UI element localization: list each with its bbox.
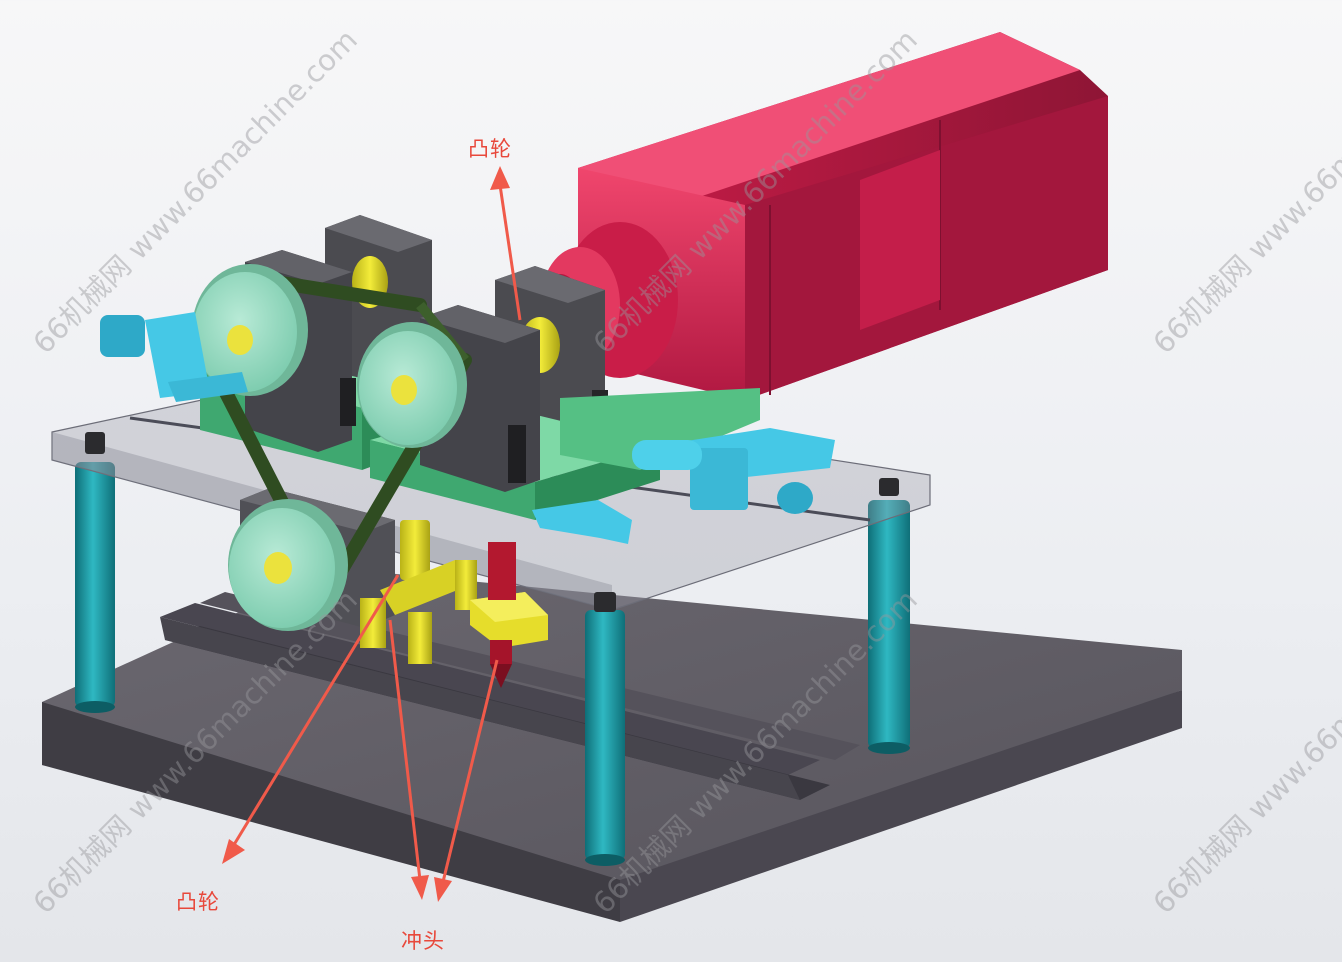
punch-tool [488, 542, 516, 688]
pulley-bottom [228, 499, 348, 631]
cyan-bracket-left [100, 312, 248, 402]
column-back-right [868, 500, 910, 754]
label-punch: 冲头 [401, 929, 445, 953]
column-front-left [585, 592, 625, 866]
arrow-head-punch-right [434, 877, 452, 902]
label-cam-top: 凸轮 [468, 137, 512, 161]
arrow-head-cam-bottom [222, 839, 245, 864]
pulley-middle [357, 322, 467, 448]
cam-follower [360, 520, 548, 664]
servo-motor [538, 32, 1108, 400]
label-cam-bottom: 凸轮 [176, 890, 220, 914]
pulley-top-left [192, 264, 308, 396]
cyan-bracket-right [532, 428, 835, 544]
column-front-right-bolt [85, 432, 899, 496]
arrow-head-punch-left [411, 875, 429, 900]
arrow-head-cam-top [490, 166, 510, 190]
annotation-arrows [222, 166, 522, 902]
column-back-left [75, 462, 115, 713]
